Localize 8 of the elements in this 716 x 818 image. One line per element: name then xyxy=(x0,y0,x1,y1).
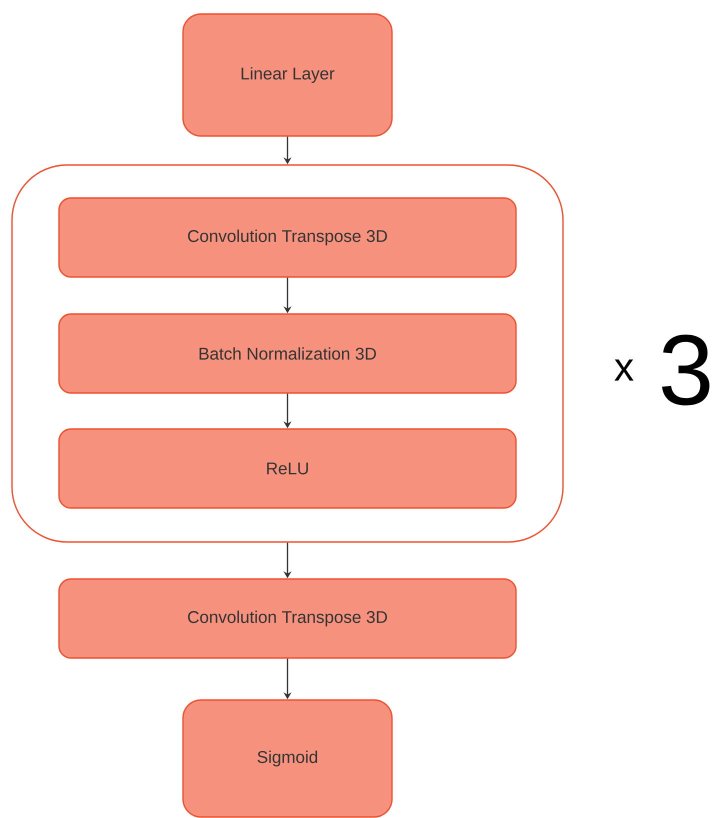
layer-box: ReLU xyxy=(58,428,517,509)
layer-box: Convolution Transpose 3D xyxy=(58,197,517,278)
layer-box: Sigmoid xyxy=(182,699,393,818)
layer-box: Batch Normalization 3D xyxy=(58,313,517,394)
repeat-label: x xyxy=(614,359,634,381)
layer-box: Convolution Transpose 3D xyxy=(58,578,517,659)
layer-box: Linear Layer xyxy=(182,13,393,137)
repeat-label: 3 xyxy=(662,334,710,406)
